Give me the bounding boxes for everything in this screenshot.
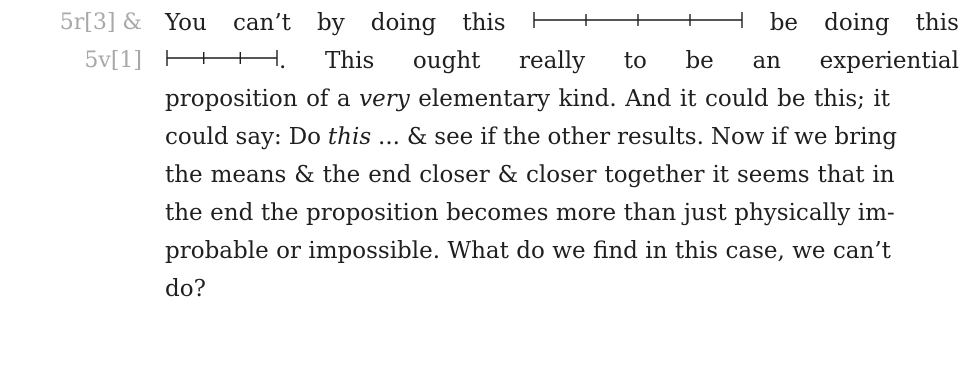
text-line-7: probable or impossible. What do we find … xyxy=(165,232,959,270)
four-segment-line-diagram xyxy=(532,12,743,28)
margin-reference: 5r[3] & 5v[1] xyxy=(0,4,142,80)
emphasis: very xyxy=(359,86,410,112)
text-line-5: the means & the end closer & closer toge… xyxy=(165,156,959,194)
margin-ref-line-1: 5r[3] & xyxy=(59,10,142,35)
word: doing xyxy=(824,10,890,36)
word: doing xyxy=(370,10,437,36)
body-paragraph: You can’t by doing this be doing this xyxy=(165,4,959,308)
text-line-3: proposition of a very elementary kind. A… xyxy=(165,80,959,118)
line-text: the means & the end closer & closer toge… xyxy=(165,162,895,188)
text-line-2: . This ought really to be an experientia… xyxy=(165,42,959,80)
margin-ref-line-2: 5v[1] xyxy=(84,48,142,73)
line-text: proposition of a very elementary kind. A… xyxy=(165,86,891,112)
text-line-6: the end the proposition becomes more tha… xyxy=(165,194,959,232)
word: be xyxy=(769,10,799,36)
word: by xyxy=(316,10,345,36)
word: You xyxy=(165,10,207,36)
line-text: the end the proposition becomes more tha… xyxy=(165,200,895,226)
emphasis: this xyxy=(327,124,372,150)
text-line-4: could say: Do this ... & see if the othe… xyxy=(165,118,959,156)
text-line-1: You can’t by doing this be doing this xyxy=(165,4,959,42)
word: this xyxy=(915,10,959,36)
word: this xyxy=(462,10,506,36)
line-text: do? xyxy=(165,276,206,302)
line-text: could say: Do this ... & see if the othe… xyxy=(165,124,897,150)
word: can’t xyxy=(232,10,291,36)
line-text: . This ought really to be an experientia… xyxy=(279,48,959,74)
three-segment-line-diagram xyxy=(166,50,278,66)
line-text: probable or impossible. What do we find … xyxy=(165,238,891,264)
text-line-8: do? xyxy=(165,270,959,308)
